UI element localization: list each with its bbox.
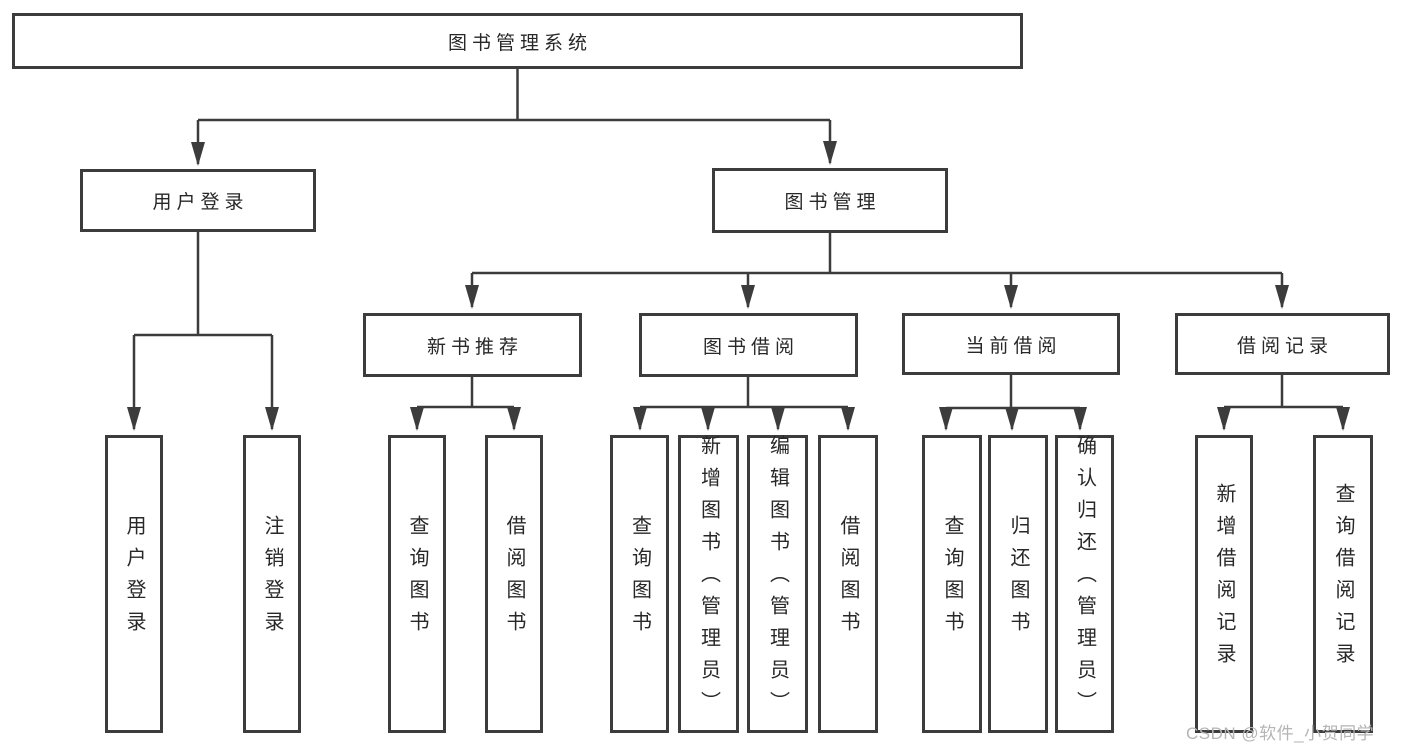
leaf-query-borrow-record: 查询借阅记录 [1313,435,1373,733]
node-book-borrow: 图书借阅 [639,313,858,377]
node-borrow-records: 借阅记录 [1175,313,1390,375]
node-current-borrow: 当前借阅 [902,313,1120,375]
csdn-watermark: CSDN @软件_小贺同学 [1186,724,1375,743]
leaf-query-books-recommend: 查询图书 [388,435,446,733]
leaf-borrow-books-recommend: 借阅图书 [485,435,543,733]
node-new-book-recommend: 新书推荐 [363,313,582,377]
leaf-return-books: 归还图书 [988,435,1048,733]
leaf-add-books-admin: 新增图书（管理员） [678,435,739,733]
leaf-query-books-borrow: 查询图书 [610,435,669,733]
leaf-edit-books-admin: 编辑图书（管理员） [747,435,808,733]
leaf-borrow-books: 借阅图书 [818,435,878,733]
leaf-query-books-current: 查询图书 [922,435,982,733]
node-user-login: 用户登录 [80,169,316,232]
leaf-logout: 注销登录 [243,435,301,733]
node-root: 图书管理系统 [12,13,1023,69]
node-book-management: 图书管理 [712,168,948,233]
leaf-add-borrow-record: 新增借阅记录 [1195,435,1253,733]
leaf-user-login: 用户登录 [105,435,163,733]
leaf-confirm-return-admin: 确认归还（管理员） [1055,435,1114,733]
